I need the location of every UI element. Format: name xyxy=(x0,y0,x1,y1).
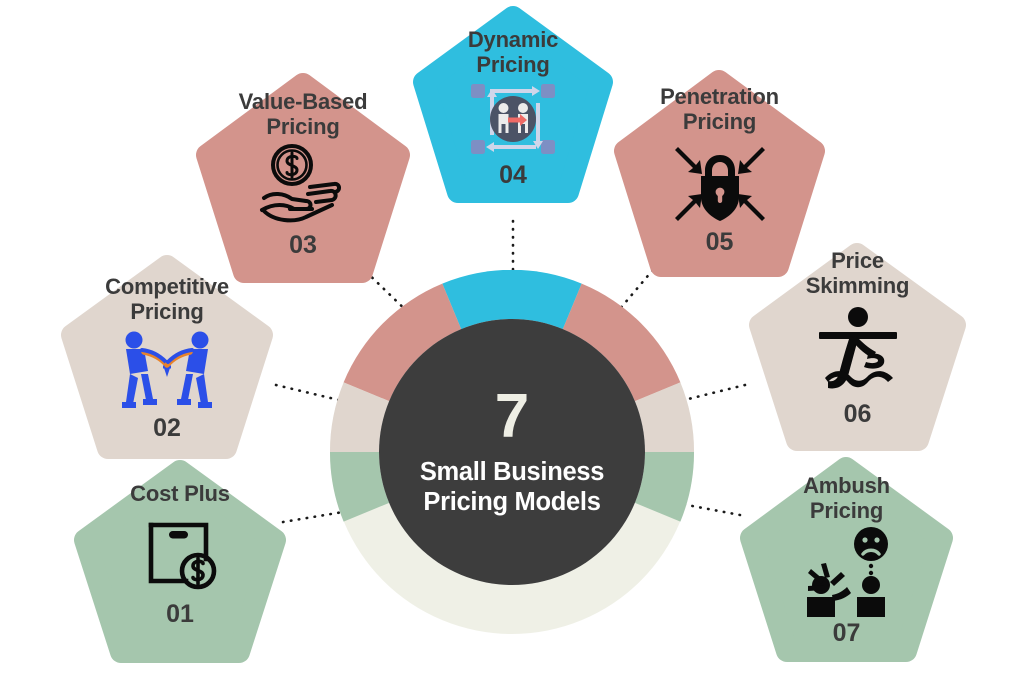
node-card-cost-plus[interactable]: Cost Plus 01 xyxy=(62,455,298,675)
hand-holding-coin-icon xyxy=(254,143,352,227)
node-number: 01 xyxy=(166,599,194,628)
shopping-bag-dollar-icon xyxy=(140,515,220,593)
node-label: Price Skimming xyxy=(805,248,910,298)
node-card-value-based-pricing[interactable]: Value-Based Pricing xyxy=(184,68,422,298)
node-card-ambush-pricing[interactable]: Ambush Pricing xyxy=(727,452,966,675)
pentagon-shape xyxy=(196,73,410,283)
node-card-dynamic-pricing[interactable]: Dynamic Pricing xyxy=(402,2,624,217)
hub-title: Small Business Pricing Models xyxy=(419,458,605,516)
padlock-shield-arrows-icon xyxy=(670,137,770,227)
pentagon-shape xyxy=(614,70,825,277)
node-label: Value-Based Pricing xyxy=(238,89,368,139)
node-label: Ambush Pricing xyxy=(803,473,890,523)
central-donut-chart: 7 Small Business Pricing Models xyxy=(330,270,694,634)
node-number: 03 xyxy=(289,231,317,260)
node-number: 04 xyxy=(499,161,527,190)
hub-core-circle: 7 Small Business Pricing Models xyxy=(379,319,645,585)
node-label: Dynamic Pricing xyxy=(467,27,559,77)
node-number: 07 xyxy=(832,619,861,648)
node-number: 02 xyxy=(153,414,181,443)
tug-of-war-icon xyxy=(108,326,226,414)
node-card-competitive-pricing[interactable]: Competitive Pricing xyxy=(48,250,286,473)
node-label: Cost Plus xyxy=(130,481,230,506)
hub-number: 7 xyxy=(494,382,530,452)
person-shouting-sad-face-icon xyxy=(795,525,899,619)
node-label: Competitive Pricing xyxy=(105,274,229,324)
node-card-price-skimming[interactable]: Price Skimming xyxy=(736,238,979,466)
node-number: 06 xyxy=(843,400,872,429)
pentagon-shape xyxy=(740,457,953,662)
pentagon-shape xyxy=(61,255,273,459)
node-card-penetration-pricing[interactable]: Penetration Pricing xyxy=(603,65,836,292)
node-label: Penetration Pricing xyxy=(660,84,779,134)
pentagon-shape xyxy=(74,460,286,663)
cycle-people-exchange-icon xyxy=(468,81,558,157)
node-number: 05 xyxy=(705,228,734,257)
water-skier-icon xyxy=(806,302,910,398)
